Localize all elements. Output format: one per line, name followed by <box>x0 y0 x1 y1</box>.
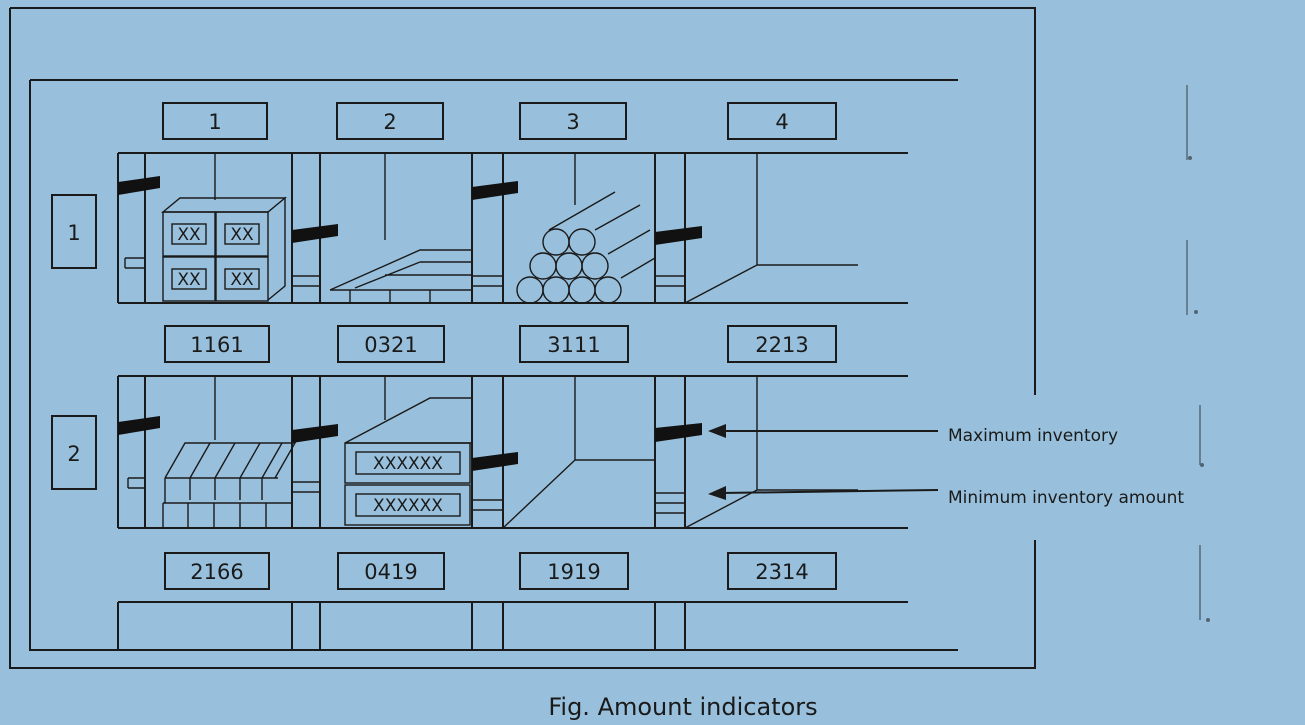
column-header-4 <box>727 102 837 140</box>
crate-mark: XXXXXX <box>373 454 443 474</box>
rack-frame <box>29 80 958 651</box>
max-indicator <box>655 226 702 245</box>
column-header-3 <box>519 102 627 140</box>
shelf-1-codes: 1161 0321 3111 2213 <box>164 325 837 363</box>
max-inventory-arrow <box>708 424 938 438</box>
max-indicator <box>118 416 160 435</box>
column-header-2 <box>336 102 444 140</box>
shelf-2: XXXXXX XXXXXX <box>117 375 908 529</box>
location-code: 0419 <box>364 560 417 584</box>
row-label: 1 <box>67 221 80 245</box>
box-mark: XX <box>230 225 254 245</box>
column-label: 4 <box>775 110 788 134</box>
outer-frame <box>10 7 1036 395</box>
boxes-stack: XX XX XX XX <box>161 196 287 302</box>
max-indicator <box>472 181 518 200</box>
figure-caption: Fig. Amount indicators <box>548 693 817 721</box>
max-indicator <box>118 176 160 195</box>
column-header-1 <box>162 102 268 140</box>
margin-marks <box>1186 85 1210 622</box>
location-code: 2213 <box>755 333 808 357</box>
location-code: 2166 <box>190 560 243 584</box>
location-code: 1919 <box>547 560 600 584</box>
max-indicator <box>655 423 702 442</box>
row-headers: 1 2 <box>51 194 97 490</box>
max-indicator <box>292 424 338 443</box>
pipes-stack <box>516 191 656 304</box>
min-inventory-arrow <box>708 486 939 500</box>
min-indicator <box>127 477 685 514</box>
shelf-1: XX XX XX XX <box>117 152 908 304</box>
crate-mark: XXXXXX <box>373 496 443 516</box>
min-inventory-label: Minimum inventory amount <box>948 488 1184 508</box>
max-indicator <box>472 452 518 471</box>
arrowhead-icon <box>708 424 726 438</box>
bars-stack <box>162 442 297 528</box>
min-indicator <box>124 257 685 287</box>
location-code: 2314 <box>755 560 808 584</box>
outer-frame-lower <box>9 8 1036 669</box>
column-headers: 1 2 3 4 <box>162 102 837 140</box>
location-code: 0321 <box>364 333 417 357</box>
row-label: 2 <box>67 442 80 466</box>
column-label: 2 <box>383 110 396 134</box>
shelf-3 <box>117 601 908 650</box>
max-inventory-label: Maximum inventory <box>948 426 1118 446</box>
location-code: 1161 <box>190 333 243 357</box>
planks-stack <box>329 249 472 303</box>
box-mark: XX <box>230 270 254 290</box>
shelf-2-posts <box>144 376 686 528</box>
column-label: 1 <box>208 110 221 134</box>
location-code: 3111 <box>547 333 600 357</box>
shelf-2-codes: 2166 0419 1919 2314 <box>164 552 837 590</box>
row-header-1 <box>51 194 97 269</box>
crates-stack: XXXXXX XXXXXX <box>344 397 472 526</box>
box-mark: XX <box>177 270 201 290</box>
row-header-2 <box>51 415 97 490</box>
arrowhead-icon <box>708 486 726 500</box>
column-label: 3 <box>566 110 579 134</box>
max-indicator <box>292 224 338 243</box>
shelf-1-posts <box>144 153 686 303</box>
box-mark: XX <box>177 225 201 245</box>
